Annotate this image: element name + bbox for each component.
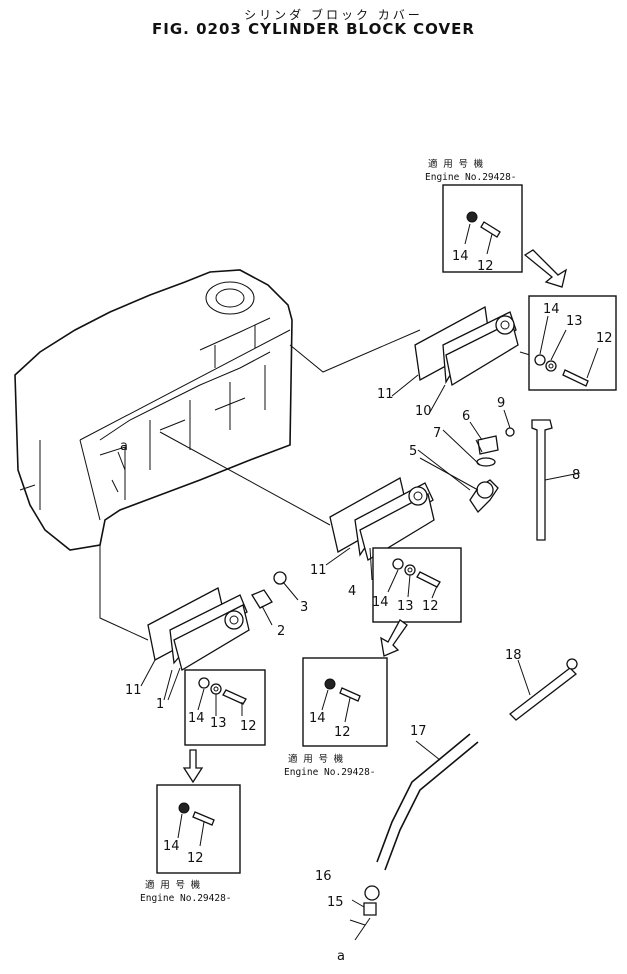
callout-12-middle: 12 [422, 599, 439, 614]
dipstick-assembly [349, 658, 578, 941]
callout-9: 9 [497, 396, 505, 411]
callout-14-app-middle: 14 [309, 711, 326, 726]
arrow-middle [380, 619, 408, 657]
note-lower-engine: Engine No.29428- [140, 893, 232, 904]
callout-13-middle: 13 [397, 599, 414, 614]
arrow-upper [523, 249, 567, 288]
leader-middle-cover [159, 431, 331, 526]
callout-11-upper: 11 [377, 387, 394, 402]
callout-12-app-middle: 12 [334, 725, 351, 740]
breather-assembly [419, 419, 553, 541]
callout-11-lower: 11 [125, 683, 142, 698]
callout-16: 16 [315, 869, 332, 884]
callout-labels: 1 2 3 4 5 6 7 8 9 10 11 11 11 14 13 12 1… [120, 249, 613, 964]
figure-title: FIG. 0203 CYLINDER BLOCK COVER [152, 20, 475, 38]
leader-upper-cover [289, 329, 421, 373]
callout-10: 10 [415, 404, 432, 419]
callout-1: 1 [156, 697, 164, 712]
arrow-lower [182, 749, 204, 784]
middle-applicability-box [302, 657, 388, 747]
callout-14-middle: 14 [372, 595, 389, 610]
callout-14-upper: 14 [543, 302, 560, 317]
lower-applicability-box [156, 784, 241, 874]
callout-4: 4 [348, 584, 356, 599]
callout-17: 17 [410, 724, 427, 739]
note-lower-jp: 適 用 号 機 [145, 879, 201, 891]
callout-7: 7 [433, 426, 441, 441]
callout-18: 18 [505, 648, 522, 663]
callout-2: 2 [277, 624, 285, 639]
middle-bolt-box [372, 547, 462, 623]
applicability-notes: 適 用 号 機 Engine No.29428- 適 用 号 機 Engine … [140, 158, 517, 904]
callout-14-app-lower: 14 [163, 839, 180, 854]
note-middle-jp: 適 用 号 機 [288, 753, 344, 765]
note-upper-jp: 適 用 号 機 [428, 158, 484, 170]
note-upper-engine: Engine No.29428- [425, 172, 517, 183]
cylinder-block-drawing [14, 269, 293, 551]
callout-a-block: a [120, 439, 128, 454]
callout-14-app-upper: 14 [452, 249, 469, 264]
callout-12-upper: 12 [596, 331, 613, 346]
callout-5: 5 [409, 444, 417, 459]
callout-12-app-upper: 12 [477, 259, 494, 274]
callout-a-bottom: a [337, 949, 345, 964]
callout-6: 6 [462, 409, 470, 424]
callout-11-middle: 11 [310, 563, 327, 578]
callout-14-lower: 14 [188, 711, 205, 726]
callout-3: 3 [300, 600, 308, 615]
upper-cover-assembly [414, 305, 541, 387]
callout-13-lower: 13 [210, 716, 227, 731]
middle-cover-assembly [329, 477, 435, 581]
callout-12-lower: 12 [240, 719, 257, 734]
callout-12-app-lower: 12 [187, 851, 204, 866]
note-middle-engine: Engine No.29428- [284, 767, 376, 778]
figure-title-japanese: シリンダ ブロック カバー [244, 8, 423, 22]
leader-lower-cover [99, 545, 149, 641]
callout-13-upper: 13 [566, 314, 583, 329]
lower-cover-assembly [147, 587, 250, 701]
callout-15: 15 [327, 895, 344, 910]
callout-8: 8 [572, 468, 580, 483]
